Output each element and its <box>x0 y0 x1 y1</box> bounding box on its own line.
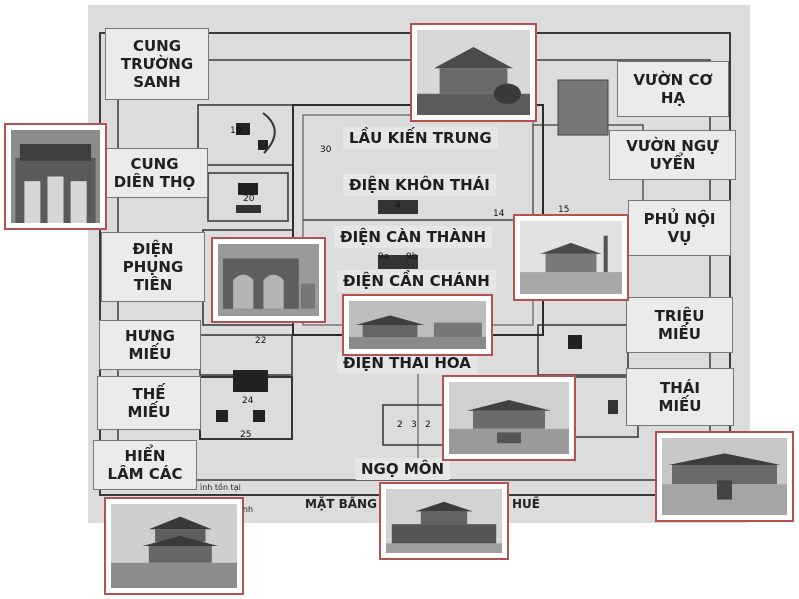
legend-note-2: anh <box>238 505 254 514</box>
label-dien-phung-tien: ĐIỆN PHỤNG TIÊN <box>101 232 205 302</box>
photo-phu-noi-vu <box>513 214 629 301</box>
photo-gate <box>4 123 107 230</box>
label-phu-noi-vu: PHỦ NỘI VỤ <box>628 200 731 256</box>
label-dien-khon-thai: ĐIỆN KHÔN THÁI <box>343 174 496 196</box>
label-dien-thai-hoa: ĐIỆN THÁI HOÀ <box>337 352 477 374</box>
marker-2a: 2 <box>397 420 403 430</box>
marker-a: a <box>395 200 401 210</box>
label-thai-mieu: THÁI MIẾU <box>626 368 734 426</box>
photo-dien-thai-hoa <box>442 375 576 461</box>
marker-22: 22 <box>255 336 267 346</box>
label-hien-lam-cac: HIỂN LÂM CÁC <box>93 440 197 490</box>
photo-dien-can-chanh <box>342 294 493 356</box>
marker-25: 25 <box>240 430 252 440</box>
caption-mat-bang: MẶT BẰNG <box>305 497 377 511</box>
label-the-mieu: THẾ MIẾU <box>97 376 201 430</box>
label-dien-can-thanh: ĐIỆN CÀN THÀNH <box>334 226 493 248</box>
legend-note: ình tồn tại <box>200 483 241 492</box>
label-cung-dien-tho: CUNG DIÊN THỌ <box>101 148 208 198</box>
marker-9a: 9a <box>378 252 390 262</box>
label-dien-can-chanh: ĐIỆN CẦN CHÁNH <box>337 270 496 292</box>
label-trieu-mieu: TRIỆU MIẾU <box>626 297 733 353</box>
label-vuon-co-ha: VƯỜN CƠ HẠ <box>617 61 729 117</box>
marker-19: 19 <box>230 126 242 136</box>
marker-30: 30 <box>320 145 332 155</box>
marker-2b: 2 <box>425 420 431 430</box>
marker-24: 24 <box>242 396 254 406</box>
marker-15: 15 <box>558 205 570 215</box>
marker-9b: 9b <box>406 252 418 262</box>
photo-hien-lam-cac <box>104 497 244 595</box>
marker-3: 3 <box>411 420 417 430</box>
caption-hue: HUẾ <box>512 497 540 511</box>
label-cung-truong-sanh: CUNG TRƯỜNG SANH <box>105 28 209 100</box>
photo-lau-kien-trung <box>410 23 537 122</box>
photo-thai-mieu <box>655 431 794 522</box>
photo-dien-phung-tien <box>211 237 326 323</box>
marker-14: 14 <box>493 209 505 219</box>
label-ngo-mon: NGỌ MÔN <box>355 458 451 480</box>
photo-ngo-mon <box>379 482 509 560</box>
label-vuon-ngu-uyen: VƯỜN NGỰ UYỂN <box>609 130 736 180</box>
label-lau-kien-trung: LẦU KIẾN TRUNG <box>343 127 498 149</box>
marker-20: 20 <box>243 194 255 204</box>
label-hung-mieu: HƯNG MIẾU <box>99 320 201 370</box>
